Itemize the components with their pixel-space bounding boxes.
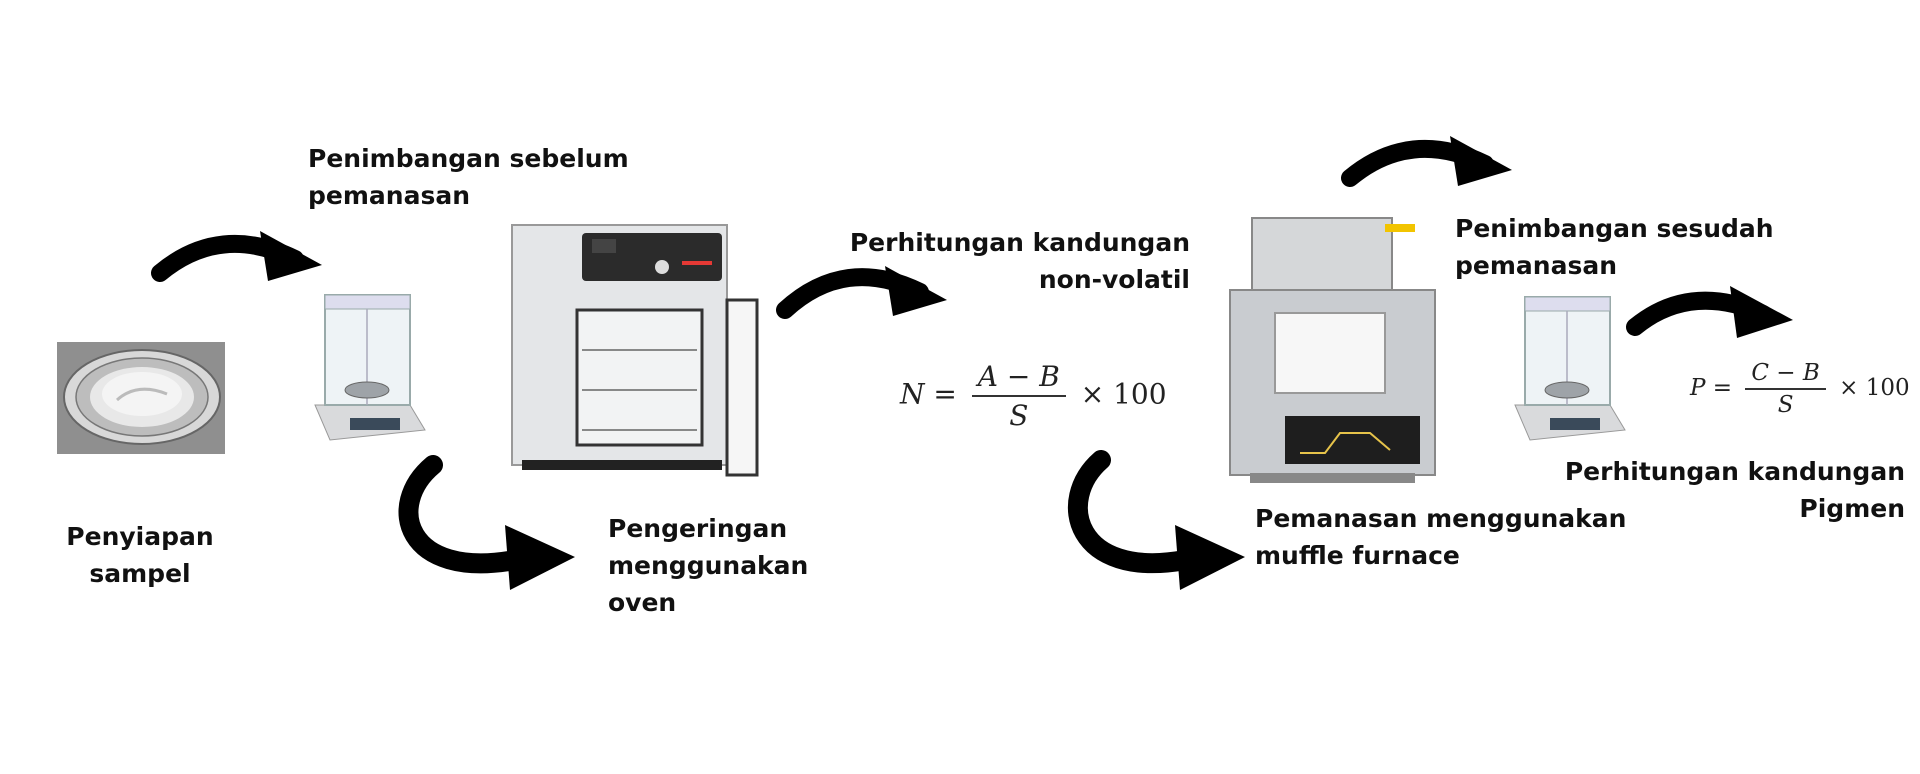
arrow-calc-to-heating-icon xyxy=(1067,450,1245,590)
formula-nonvolatile: N = A − B S × 100 xyxy=(900,360,1167,432)
formula-n-denominator: S xyxy=(1009,399,1029,432)
arrow-weigh-to-drying-icon xyxy=(398,455,575,590)
formula-p-denominator: S xyxy=(1777,392,1794,418)
arrow-drying-to-calc-icon xyxy=(776,266,947,319)
formula-n-fraction: A − B S xyxy=(971,360,1066,432)
formula-p-times: × 100 xyxy=(1839,375,1910,401)
arrow-heating-to-weigh-icon xyxy=(1341,136,1512,187)
formula-p-fraction: C − B S xyxy=(1745,360,1826,418)
formula-n-lhs: N xyxy=(900,377,925,411)
sample-dish-image xyxy=(57,342,225,454)
formula-n-equals: = xyxy=(933,377,966,411)
step-sample-prep-label: Penyiapan sampel xyxy=(66,522,214,588)
step-drying-label: Pengeringan menggunakan oven xyxy=(608,514,809,617)
step-weigh-after-label: Penimbangan sesudah pemanasan xyxy=(1455,214,1774,280)
step-calc-pigment-label: Perhitungan kandungan Pigmen xyxy=(1564,457,1905,523)
arrow-weigh-to-pigment-icon xyxy=(1626,286,1793,338)
muffle-furnace-image xyxy=(1229,217,1436,483)
formula-p-lhs: P xyxy=(1690,375,1706,401)
step-weigh-before-label: Penimbangan sebelum pemanasan xyxy=(308,144,629,210)
step-calc-nonvolatile-label: Perhitungan kandungan non-volatil xyxy=(849,228,1190,294)
arrow-sample-to-weigh-icon xyxy=(151,231,322,282)
analytical-balance-image-2 xyxy=(1514,296,1626,441)
formula-n-numerator: A − B xyxy=(971,360,1066,397)
step-heating-label: Pemanasan menggunakan muffle furnace xyxy=(1255,504,1627,570)
formula-n-times: × 100 xyxy=(1080,377,1167,411)
formula-pigment: P = C − B S × 100 xyxy=(1690,360,1910,418)
drying-oven-image xyxy=(511,224,759,477)
formula-p-equals: = xyxy=(1712,375,1740,401)
formula-p-numerator: C − B xyxy=(1745,360,1826,390)
analytical-balance-image xyxy=(314,294,426,441)
